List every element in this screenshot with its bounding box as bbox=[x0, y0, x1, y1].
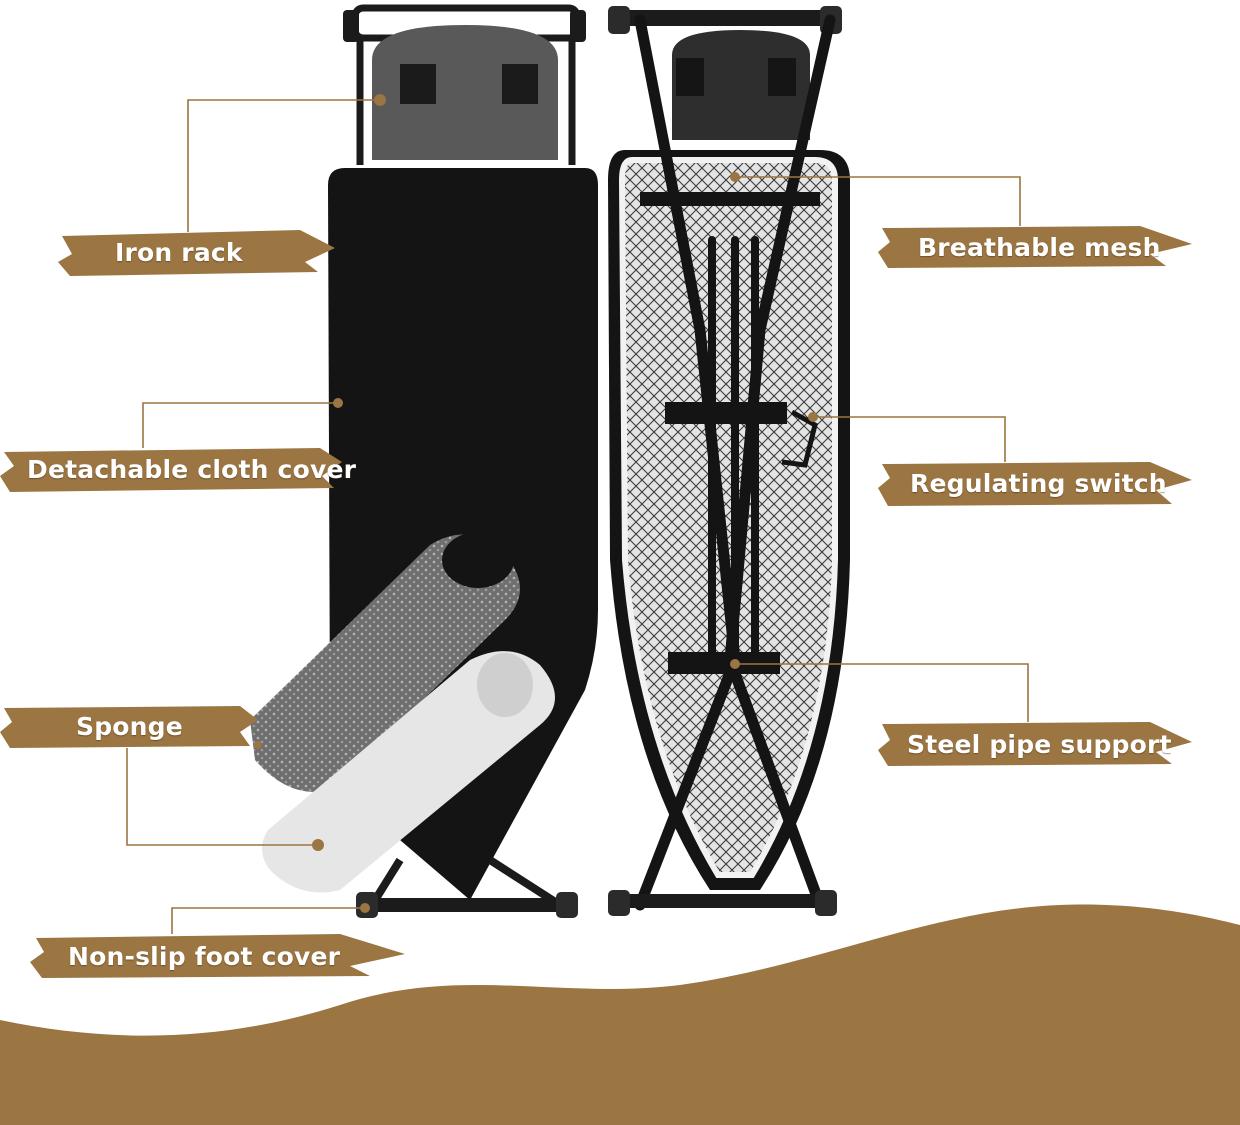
brush-regulating-switch bbox=[878, 462, 1192, 506]
brush-non-slip-foot-cover bbox=[30, 934, 405, 978]
leader-dots bbox=[254, 94, 818, 913]
brush-steel-pipe-support bbox=[878, 722, 1192, 766]
leader-lines bbox=[126, 99, 1029, 934]
underside-board bbox=[608, 6, 850, 916]
brush-sponge bbox=[0, 706, 258, 748]
callout-brushes bbox=[0, 226, 1192, 978]
brush-breathable-mesh bbox=[878, 226, 1192, 268]
foot-bar bbox=[360, 898, 575, 912]
regulating-switch-lever bbox=[781, 409, 818, 468]
callout-sponge: Sponge bbox=[76, 712, 183, 741]
foot-cover-right bbox=[556, 892, 578, 918]
callout-steel-pipe-support: Steel pipe support bbox=[907, 730, 1172, 759]
brush-iron-rack bbox=[58, 230, 335, 276]
callout-iron-rack: Iron rack bbox=[115, 238, 243, 267]
callout-breathable-mesh: Breathable mesh bbox=[918, 233, 1161, 262]
callout-detachable-cloth-cover: Detachable cloth cover bbox=[27, 455, 357, 484]
brush-detachable-cloth-cover bbox=[0, 448, 342, 492]
felt-layer bbox=[261, 651, 555, 893]
front-board bbox=[250, 4, 598, 918]
bottom-wave-decoration bbox=[0, 904, 1240, 1125]
sponge-layer bbox=[250, 534, 520, 792]
iron-rack-plate bbox=[372, 25, 558, 160]
callout-non-slip-foot-cover: Non-slip foot cover bbox=[68, 942, 341, 971]
callout-regulating-switch: Regulating switch bbox=[910, 469, 1167, 498]
steel-pipes bbox=[634, 14, 836, 911]
breathable-mesh-surface bbox=[618, 157, 838, 878]
